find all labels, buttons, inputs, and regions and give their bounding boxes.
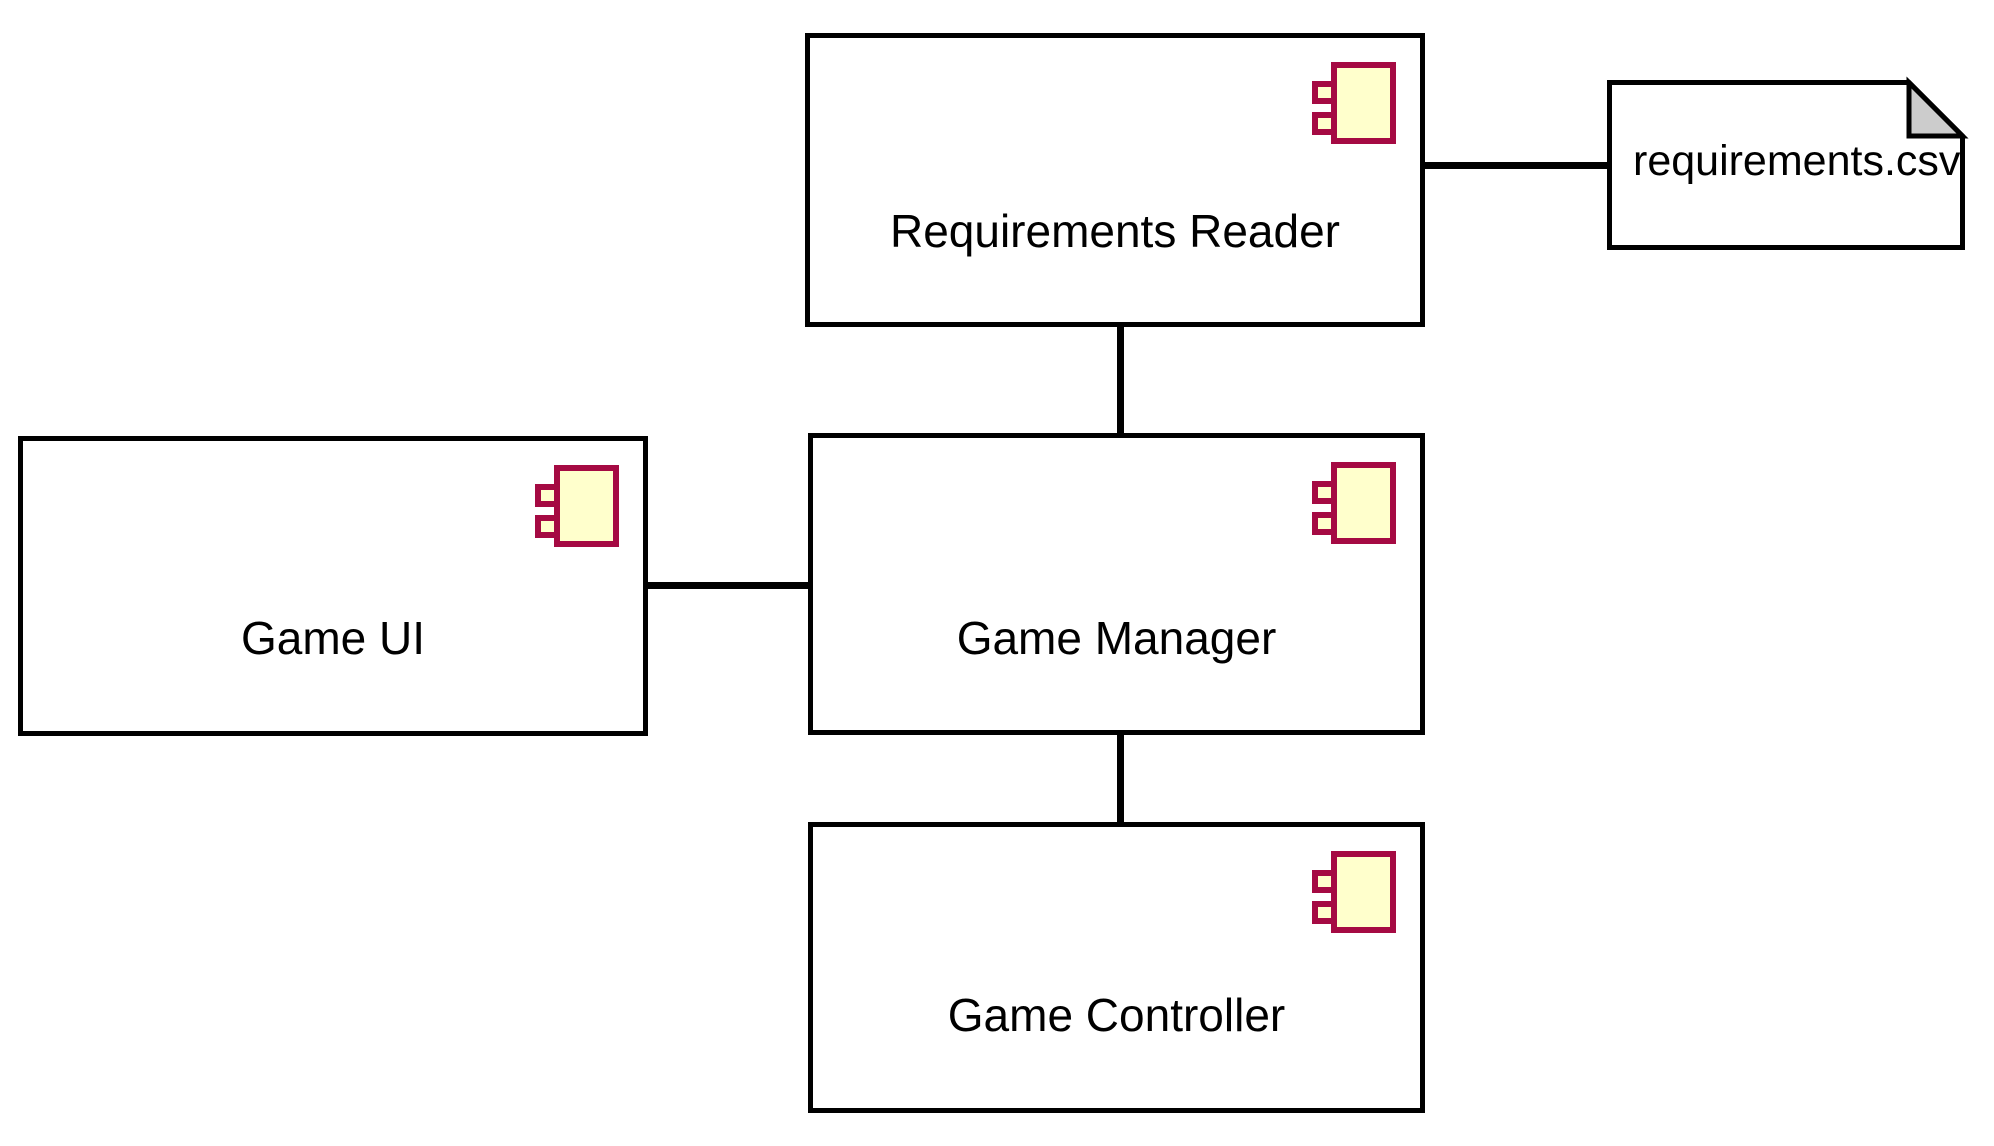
component-icon-body [1331, 851, 1396, 933]
note-body-path [1607, 80, 1965, 250]
artifact-label-requirements-csv: requirements.csv [1633, 137, 1961, 185]
connector-manager-to-controller [1117, 732, 1124, 825]
uml-component-icon [1312, 62, 1396, 144]
component-requirements-reader[interactable]: Requirements Reader [805, 33, 1425, 327]
uml-component-icon [535, 465, 619, 547]
component-game-controller[interactable]: Game Controller [808, 822, 1425, 1113]
connector-ui-to-manager [644, 582, 812, 589]
component-label-game-controller: Game Controller [947, 989, 1286, 1041]
component-game-manager[interactable]: Game Manager [808, 433, 1425, 735]
connector-reader-to-manager [1117, 324, 1124, 436]
component-icon-body [554, 465, 619, 547]
component-game-ui[interactable]: Game UI [18, 436, 648, 736]
note-folded-corner-path [1906, 76, 1969, 139]
uml-component-icon [1312, 462, 1396, 544]
connector-reader-to-csv [1420, 162, 1610, 169]
component-label-game-manager: Game Manager [956, 612, 1277, 664]
artifact-note-requirements-csv[interactable]: requirements.csv [1607, 76, 1969, 250]
note-shape-outline [1607, 76, 1969, 250]
component-label-game-ui: Game UI [240, 612, 426, 664]
component-label-requirements-reader: Requirements Reader [889, 205, 1340, 257]
uml-component-icon [1312, 851, 1396, 933]
component-icon-body [1331, 462, 1396, 544]
component-icon-body [1331, 62, 1396, 144]
